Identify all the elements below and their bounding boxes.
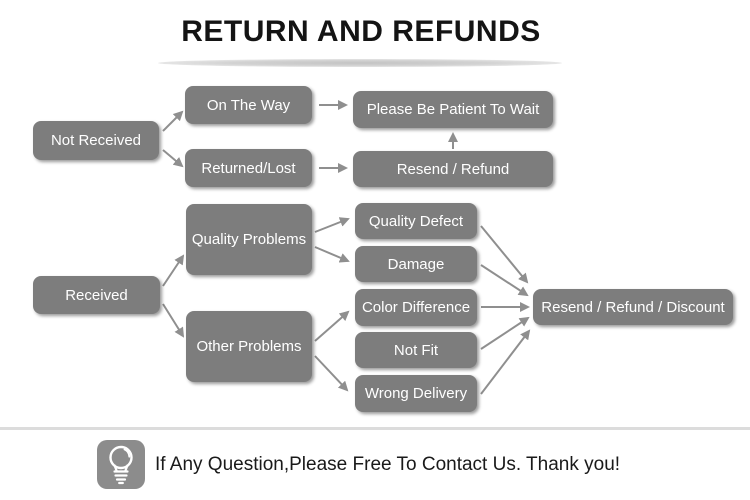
flow-node-other-problems: Other Problems <box>186 311 312 382</box>
flow-node-please-be-patient: Please Be Patient To Wait <box>353 91 553 128</box>
flow-node-resend-refund-discount: Resend / Refund / Discount <box>533 289 733 325</box>
lightbulb-icon <box>97 440 145 489</box>
arrow-quality-problems-to-damage <box>314 246 350 263</box>
title-underline <box>158 59 562 67</box>
flow-node-not-fit: Not Fit <box>355 332 477 368</box>
flow-node-quality-problems: Quality Problems <box>186 204 312 275</box>
arrow-quality-problems-to-quality-defect <box>314 217 350 233</box>
flow-node-label: Please Be Patient To Wait <box>366 101 540 118</box>
arrow-other-problems-to-wrong-delivery <box>314 355 349 392</box>
flow-node-label: On The Way <box>206 96 291 114</box>
flow-node-label: Color Difference <box>361 299 471 316</box>
arrow-received-to-other-problems <box>162 303 185 338</box>
flow-node-label: Returned/Lost <box>201 159 296 177</box>
flow-node-label: Quality Problems <box>191 231 307 248</box>
flow-node-label: Damage <box>387 255 445 273</box>
arrow-not-fit-to-resend-refund-discount <box>480 316 530 350</box>
flow-node-damage: Damage <box>355 246 477 282</box>
flow-node-label: Received <box>65 286 128 304</box>
footer-note: If Any Question,Please Free To Contact U… <box>97 440 620 489</box>
arrow-quality-defect-to-resend-refund-discount <box>480 225 529 284</box>
footer-divider <box>0 427 750 430</box>
flow-node-label: Quality Defect <box>368 212 464 230</box>
flow-node-wrong-delivery: Wrong Delivery <box>355 375 477 412</box>
flow-node-color-difference: Color Difference <box>355 289 477 326</box>
flow-node-label: Not Fit <box>393 341 439 359</box>
flow-node-label: Resend / Refund / Discount <box>541 298 725 316</box>
arrow-not-received-to-on-the-way <box>162 110 184 132</box>
arrow-other-problems-to-color-difference <box>314 310 350 342</box>
flow-node-resend-refund: Resend / Refund <box>353 151 553 187</box>
flow-node-quality-defect: Quality Defect <box>355 203 477 239</box>
arrow-wrong-delivery-to-resend-refund-discount <box>480 329 531 395</box>
flow-node-label: Not Received <box>50 132 142 149</box>
flow-node-returned-lost: Returned/Lost <box>185 149 312 187</box>
flow-node-received: Received <box>33 276 160 314</box>
flow-node-label: Other Problems <box>196 338 302 355</box>
footer-text: If Any Question,Please Free To Contact U… <box>155 453 621 475</box>
arrow-received-to-quality-problems <box>162 254 185 287</box>
flow-node-not-received: Not Received <box>33 121 159 160</box>
flow-node-label: Resend / Refund <box>396 160 510 178</box>
page-title: RETURN AND REFUNDS <box>181 15 541 48</box>
arrow-damage-to-resend-refund-discount <box>480 264 529 297</box>
flow-node-on-the-way: On The Way <box>185 86 312 124</box>
flow-node-label: Wrong Delivery <box>364 385 468 402</box>
arrow-not-received-to-returned-lost <box>162 149 184 168</box>
